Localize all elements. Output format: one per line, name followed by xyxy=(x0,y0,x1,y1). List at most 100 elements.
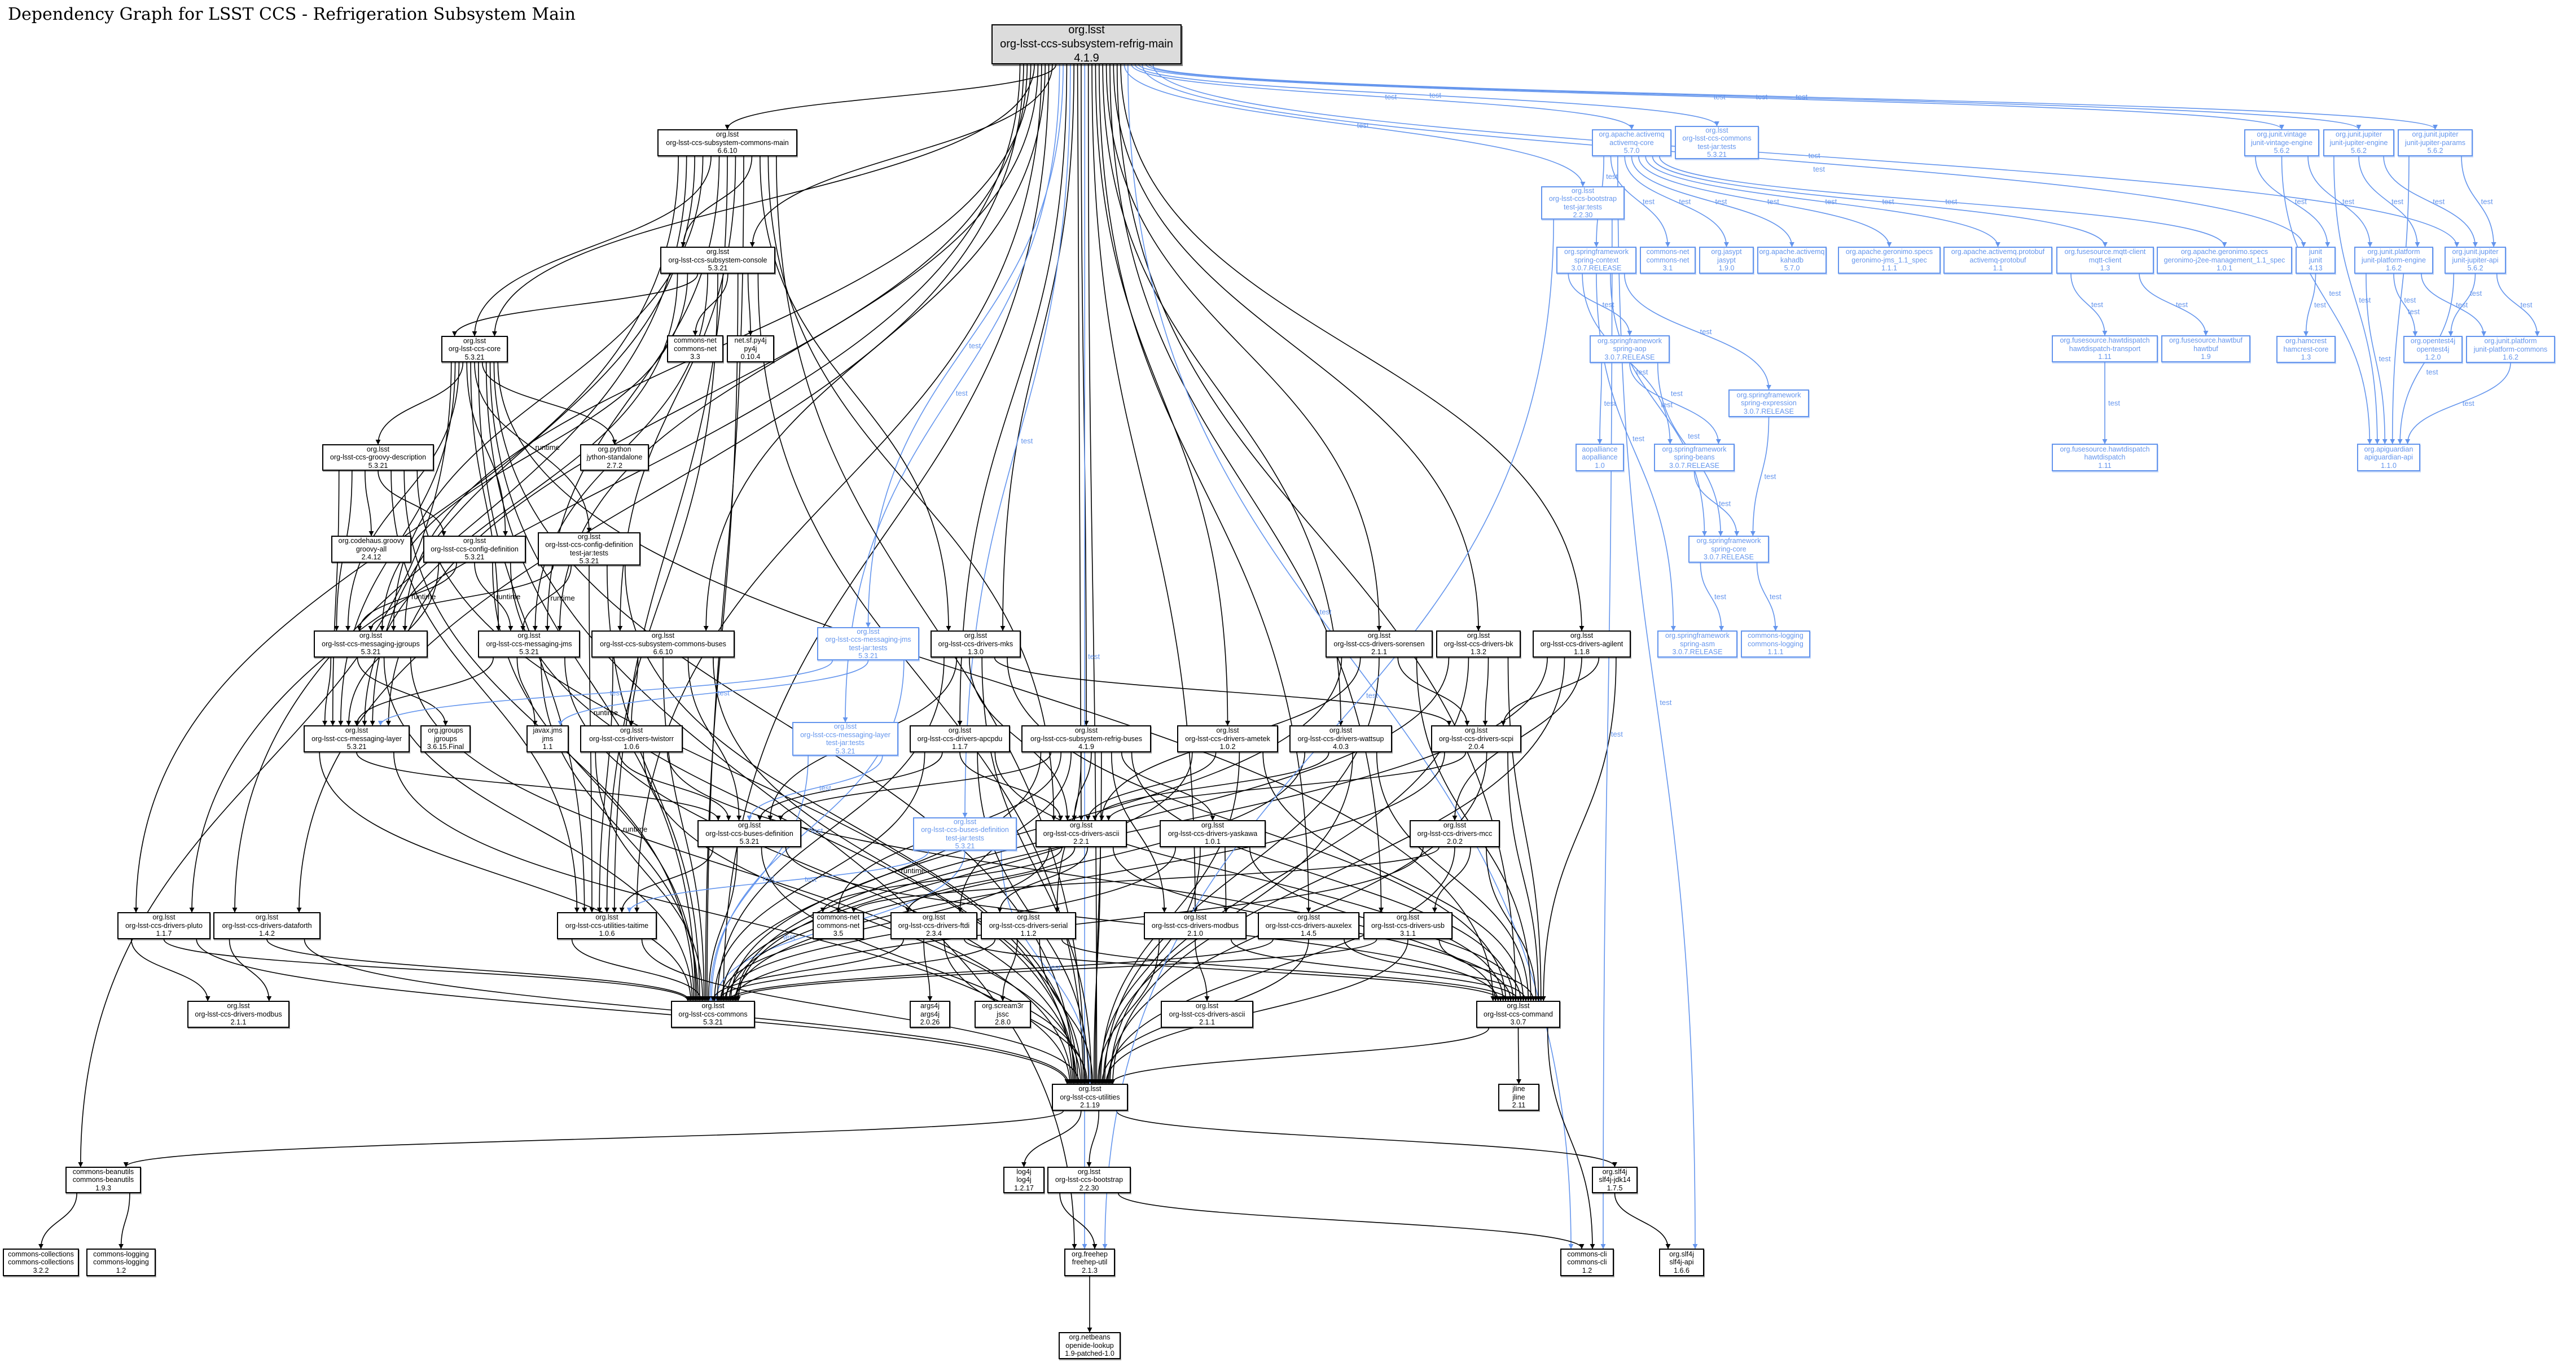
node-group-id: org.springframework xyxy=(1564,248,1629,256)
dependency-edge-jgroupsmsg-to-commons xyxy=(383,657,695,1001)
dependency-edge-root-to-msglayertest xyxy=(842,64,1060,722)
node-version: 2.1.0 xyxy=(1187,930,1203,938)
dependency-edge-modbus210-to-command xyxy=(1230,939,1521,1001)
node-artifact-id: org-lsst-ccs-drivers-usb xyxy=(1371,921,1445,930)
dependency-edge-jmsmsg-to-commons xyxy=(540,657,701,1001)
dependency-edge-agilent-to-scpi xyxy=(1500,657,1600,726)
